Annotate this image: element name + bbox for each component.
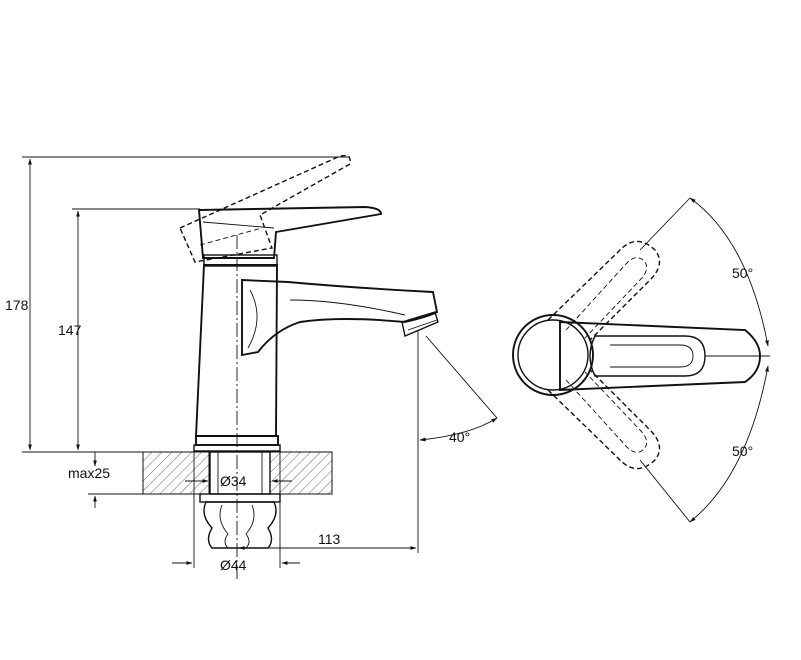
dim-spout-angle: 40°: [419, 335, 498, 445]
dim-spout-height: 147: [58, 208, 200, 451]
dim-bottom: Ø44 113: [172, 330, 419, 573]
lever-handle-raised: [179, 154, 351, 263]
label-total-height: 178: [5, 297, 29, 313]
dim-inner-diameter: Ø34: [185, 473, 292, 489]
lever-handle: [197, 206, 382, 259]
dim-total-height: 178: [5, 156, 350, 453]
label-spout-angle: 40°: [449, 429, 470, 445]
label-outer-diameter: Ø44: [220, 557, 247, 573]
label-max-counter: max25: [68, 465, 110, 481]
mounting-hardware: [199, 451, 281, 549]
label-lever-up-angle: 50°: [732, 265, 753, 281]
label-spout-height: 147: [58, 322, 82, 338]
label-lever-down-angle: 50°: [732, 443, 753, 459]
dim-max-counter: max25: [68, 452, 143, 508]
label-reach: 113: [318, 531, 341, 547]
top-view: 50° 50°: [512, 197, 770, 523]
label-inner-diameter: Ø34: [220, 473, 247, 489]
faucet-body: [193, 254, 439, 452]
